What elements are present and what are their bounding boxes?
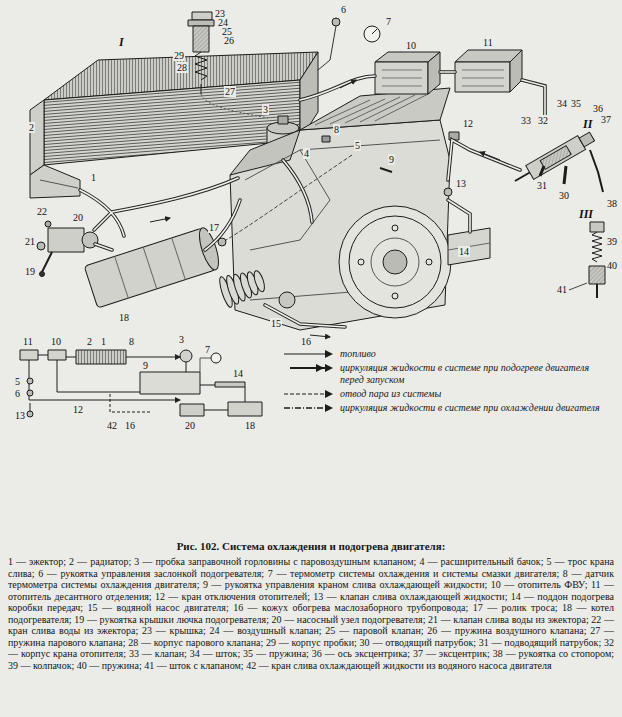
callout-number: 21 — [24, 236, 36, 247]
callout-number: 18 — [118, 312, 130, 323]
callout-number: 19 — [24, 266, 36, 277]
legend-item: циркуляция жидкости в системе при подогр… — [282, 362, 616, 386]
callout-number: 27 — [224, 86, 236, 97]
callout-number: 10 — [405, 40, 417, 51]
callout-number: 8 — [128, 336, 135, 347]
callout-number: 12 — [462, 118, 474, 129]
callout-number: 38 — [606, 198, 618, 209]
callout-number: 9 — [388, 154, 395, 165]
caption-text: 1 — эжектор; 2 — радиатор; 3 — пробка за… — [8, 556, 614, 671]
callout-number: 2 — [86, 336, 93, 347]
legend-line-sample — [282, 362, 334, 374]
callout-number: 2 — [28, 122, 35, 133]
callout-number: 15 — [270, 318, 282, 329]
callout-number: 20 — [184, 420, 196, 431]
callout-number: 13 — [14, 410, 26, 421]
callout-number: 17 — [208, 222, 220, 233]
callout-number: 36 — [592, 103, 604, 114]
callout-number: 16 — [124, 420, 136, 431]
callout-number: 6 — [340, 4, 347, 15]
callout-number: 3 — [178, 334, 185, 345]
legend-line-sample — [282, 348, 334, 360]
callout-number: 18 — [244, 420, 256, 431]
callout-number: 1 — [100, 336, 107, 347]
callout-number: 33 — [520, 115, 532, 126]
legend-line-sample — [282, 402, 334, 414]
callout-number: 4 — [303, 148, 310, 159]
callout-number: 6 — [14, 388, 21, 399]
view-label: I — [118, 36, 125, 49]
callout-number: 28 — [176, 62, 188, 73]
view-label: III — [578, 208, 594, 221]
callout-number: 9 — [142, 360, 149, 371]
callout-number: 37 — [600, 114, 612, 125]
legend-item: топливо — [282, 348, 616, 360]
callout-number: 11 — [482, 37, 494, 48]
legend-item: отвод пара из системы — [282, 388, 616, 400]
callout-number: 16 — [300, 336, 312, 347]
callout-number: 32 — [537, 115, 549, 126]
legend-text: отвод пара из системы — [340, 388, 610, 400]
legend-text: топливо — [340, 348, 610, 360]
callout-number: 35 — [570, 98, 582, 109]
callout-number: 7 — [385, 16, 392, 27]
legend-text: циркуляция жидкости в системе при охлажд… — [340, 402, 610, 414]
callout-number: 40 — [606, 260, 618, 271]
view-label: II — [582, 118, 593, 131]
legend-line-sample — [282, 388, 334, 400]
callout-number: 3 — [262, 104, 269, 115]
callout-number: 34 — [556, 98, 568, 109]
callout-number: 12 — [72, 404, 84, 415]
legend-text: циркуляция жидкости в системе при подогр… — [340, 362, 610, 386]
callout-number: 14 — [232, 368, 244, 379]
callout-number: 30 — [558, 190, 570, 201]
callout-number: 8 — [333, 124, 340, 135]
callout-number: 22 — [36, 206, 48, 217]
callout-number: 29 — [173, 50, 185, 61]
callout-number: 42 — [106, 420, 118, 431]
legend-item: циркуляция жидкости в системе при охлажд… — [282, 402, 616, 414]
figure-title: Рис. 102. Система охлаждения и подогрева… — [8, 540, 614, 553]
callout-number: 13 — [455, 178, 467, 189]
callout-number: 11 — [22, 336, 34, 347]
callout-number: 1 — [90, 172, 97, 183]
callout-number: 14 — [458, 246, 470, 257]
callout-number: 41 — [556, 284, 568, 295]
callout-number: 20 — [72, 212, 84, 223]
callout-number: 5 — [354, 140, 361, 151]
callout-number: 26 — [223, 35, 235, 46]
callout-number: 7 — [204, 344, 211, 355]
callout-number: 39 — [606, 236, 618, 247]
callout-number: 10 — [50, 336, 62, 347]
callout-number: 31 — [536, 180, 548, 191]
callout-number: 5 — [14, 376, 21, 387]
